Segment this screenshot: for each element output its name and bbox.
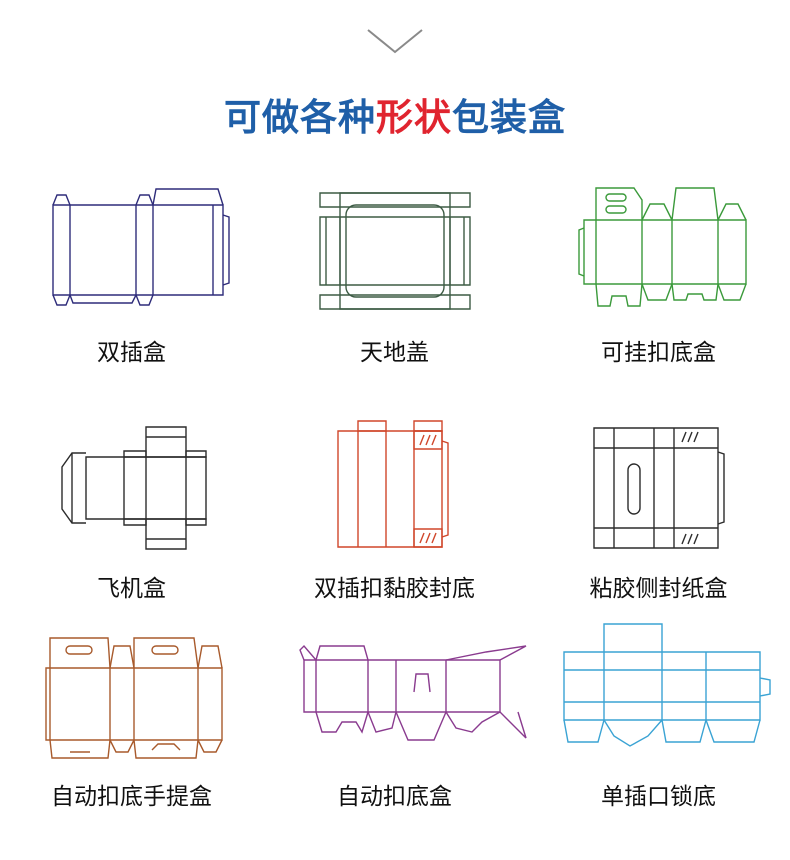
title-text-2: 包装盒 bbox=[452, 96, 566, 139]
diagram-auto-lock-handle-box bbox=[40, 632, 228, 764]
box-label-5: 双插扣黏胶封底 bbox=[314, 576, 475, 602]
diagram-tuck-glued-bottom-box bbox=[332, 419, 452, 552]
diagram-glued-side-seal-box bbox=[590, 424, 728, 552]
box-label-2: 天地盖 bbox=[360, 340, 429, 366]
box-label-4: 飞机盒 bbox=[97, 576, 166, 602]
diagram-hanging-lock-bottom-box bbox=[576, 184, 752, 314]
box-label-9: 单插口锁底 bbox=[601, 784, 716, 810]
box-label-7: 自动扣底手提盒 bbox=[51, 784, 212, 810]
page-title: 可做各种形状包装盒 bbox=[0, 94, 790, 142]
box-label-3: 可挂扣底盒 bbox=[601, 340, 716, 366]
title-highlight: 形状 bbox=[376, 96, 452, 139]
chevron-down-icon bbox=[366, 28, 424, 56]
box-label-6: 粘胶侧封纸盒 bbox=[589, 576, 728, 602]
box-label-1: 双插盒 bbox=[97, 340, 166, 366]
title-text-1: 可做各种 bbox=[224, 96, 376, 139]
box-label-8: 自动扣底盒 bbox=[337, 784, 452, 810]
diagram-double-tuck-box bbox=[48, 185, 236, 310]
diagram-mailer-box bbox=[58, 423, 214, 553]
diagram-single-tuck-lock-bottom-box bbox=[558, 622, 776, 750]
diagram-auto-lock-bottom-box bbox=[296, 642, 530, 744]
diagram-lid-base-box bbox=[316, 187, 474, 315]
